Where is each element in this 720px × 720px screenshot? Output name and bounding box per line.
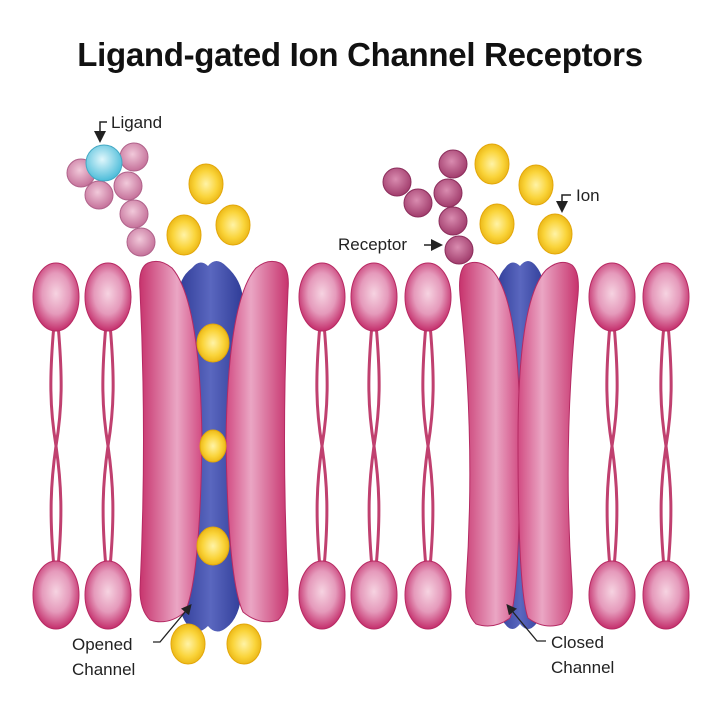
lipid-head xyxy=(642,560,690,630)
lipid-head xyxy=(84,560,132,630)
lipid-head xyxy=(32,262,80,332)
lipid-head xyxy=(350,262,398,332)
receptor-bead xyxy=(438,149,468,179)
ligand-core-cyan xyxy=(85,144,123,182)
ion xyxy=(537,213,573,255)
lipid-head xyxy=(84,262,132,332)
ligand-bead xyxy=(113,171,143,201)
diagram-title: Ligand-gated Ion Channel Receptors xyxy=(77,36,643,73)
lipid-head xyxy=(588,262,636,332)
receptor-bead xyxy=(403,188,433,218)
receptor-bead xyxy=(382,167,412,197)
ion xyxy=(518,164,554,206)
lipid-tail xyxy=(106,328,115,564)
phospholipid xyxy=(642,262,690,630)
opened-channel-arrow-icon xyxy=(153,604,192,643)
ligand-bead xyxy=(119,199,149,229)
ion xyxy=(188,163,224,205)
receptor-bead xyxy=(444,235,474,265)
ion xyxy=(215,204,251,246)
ligand-label-group: Ligand xyxy=(94,113,162,143)
channel-subunit-right xyxy=(517,261,579,627)
channel-subunit-left xyxy=(459,261,521,627)
phospholipid xyxy=(84,262,132,630)
ion-in-channel xyxy=(196,526,230,566)
lipid-head xyxy=(32,560,80,630)
lipid-tail xyxy=(664,328,673,564)
lipid-tail xyxy=(320,328,329,564)
opened-channel-label-line2: Channel xyxy=(72,660,135,679)
opened-channel xyxy=(139,260,289,632)
closed-channel-arrow-icon xyxy=(506,603,546,642)
lipid-head xyxy=(350,560,398,630)
free-ions xyxy=(166,143,573,665)
channel-subunit-left xyxy=(139,260,203,623)
ion-label-group: Ion xyxy=(556,186,600,213)
lipid-tail xyxy=(54,328,63,564)
ligand-bead xyxy=(126,227,156,257)
lipid-head xyxy=(298,262,346,332)
ligand-bead xyxy=(84,180,114,210)
ion xyxy=(166,214,202,256)
ion xyxy=(474,143,510,185)
channel-subunit-right xyxy=(225,260,289,623)
lipid-head xyxy=(588,560,636,630)
ligand-label: Ligand xyxy=(111,113,162,132)
phospholipid-bilayer xyxy=(32,262,690,630)
closed-channel-label-group: Closed Channel xyxy=(506,603,614,677)
receptor-bead xyxy=(438,206,468,236)
phospholipid xyxy=(350,262,398,630)
lipid-tail xyxy=(372,328,381,564)
ion-in-channel xyxy=(196,323,230,363)
ion-arrow-icon xyxy=(556,194,571,213)
lipid-head xyxy=(642,262,690,332)
ligand-bead xyxy=(119,142,149,172)
lipid-head xyxy=(404,560,452,630)
phospholipid xyxy=(588,262,636,630)
closed-channel-label-line1: Closed xyxy=(551,633,604,652)
ion-in-channel xyxy=(199,429,227,463)
receptor-molecule xyxy=(382,149,474,265)
lipid-head xyxy=(298,560,346,630)
lipid-tail xyxy=(610,328,619,564)
closed-channel xyxy=(459,261,579,629)
receptor-label-group: Receptor xyxy=(338,235,443,254)
receptor-bead xyxy=(433,178,463,208)
ligand-arrow-icon xyxy=(94,121,107,143)
lipid-tail xyxy=(426,328,435,564)
opened-channel-label-line1: Opened xyxy=(72,635,133,654)
ion xyxy=(226,623,262,665)
receptor-label: Receptor xyxy=(338,235,407,254)
closed-channel-label-line2: Channel xyxy=(551,658,614,677)
ion xyxy=(479,203,515,245)
ligand-molecule xyxy=(66,142,156,257)
phospholipid xyxy=(32,262,80,630)
phospholipid xyxy=(404,262,452,630)
opened-channel-label-group: Opened Channel xyxy=(72,604,192,679)
phospholipid xyxy=(298,262,346,630)
ion xyxy=(170,623,206,665)
ion-label: Ion xyxy=(576,186,600,205)
lipid-head xyxy=(404,262,452,332)
